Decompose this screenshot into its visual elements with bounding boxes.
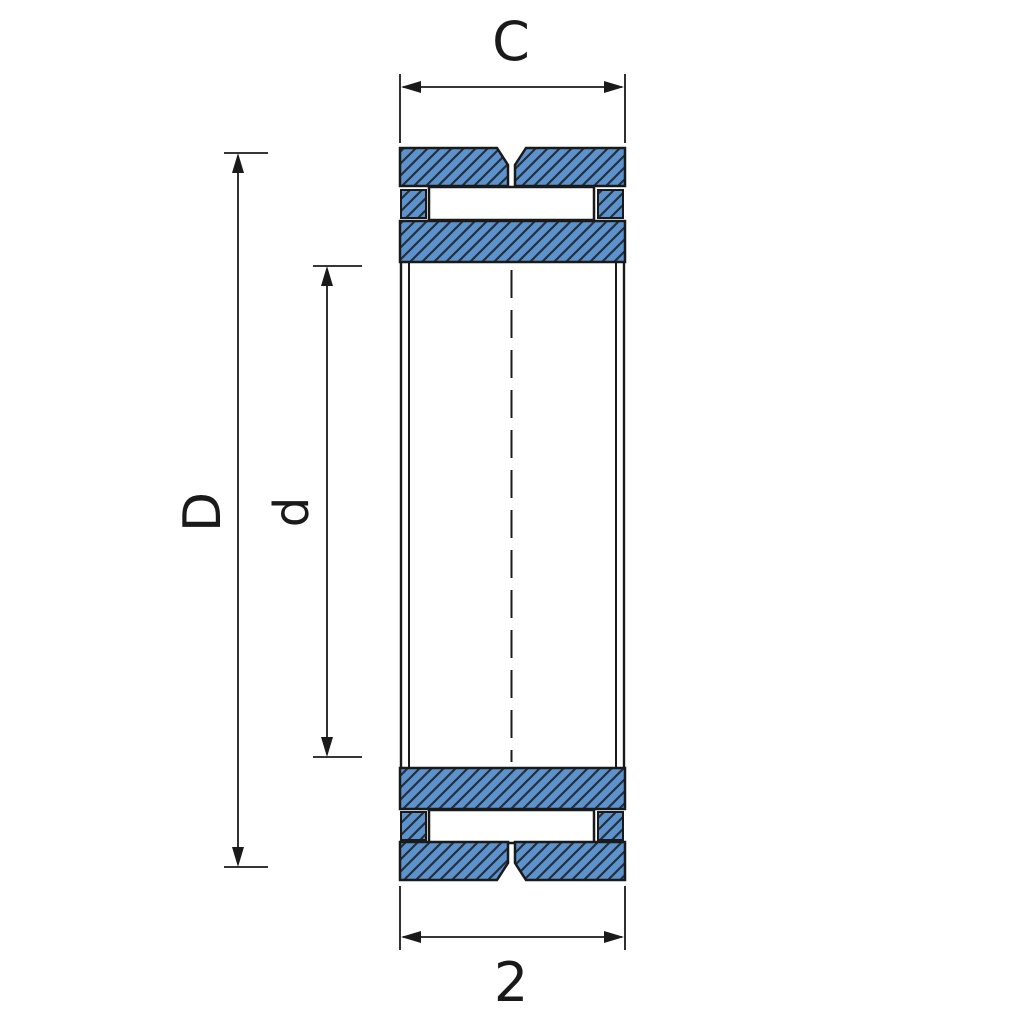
dim-c-arrow-right — [604, 81, 624, 93]
dim-label-width-top: C — [492, 10, 530, 73]
outer-ring-top-left — [398, 146, 510, 188]
dim-b-arrow-left — [401, 931, 421, 943]
dim-d-inner-arrow-bottom — [321, 737, 333, 757]
dim-d-outer-arrow-bottom — [232, 847, 244, 867]
top-side-piece-right — [597, 189, 624, 219]
outer-ring-top-right — [513, 146, 627, 188]
top-side-piece-left — [400, 189, 427, 219]
bottom-side-piece-left — [400, 811, 427, 841]
dim-label-outer-diameter: D — [173, 492, 233, 532]
inner-ring-top-flange — [398, 219, 627, 264]
dim-b-arrow-right — [604, 931, 624, 943]
dim-c-arrow-left — [401, 81, 421, 93]
dim-d-outer-arrow-top — [232, 153, 244, 173]
dim-label-width-bottom: 2 — [494, 951, 528, 1014]
inner-ring-bottom-flange — [398, 766, 627, 811]
dim-d-inner-arrow-top — [321, 266, 333, 286]
outer-ring-bottom-left — [398, 840, 510, 882]
dim-label-inner-diameter: d — [264, 497, 320, 527]
bottom-roller — [427, 808, 596, 845]
bottom-side-piece-right — [597, 811, 624, 841]
top-roller — [427, 185, 596, 222]
outer-ring-bottom-right — [513, 840, 627, 882]
